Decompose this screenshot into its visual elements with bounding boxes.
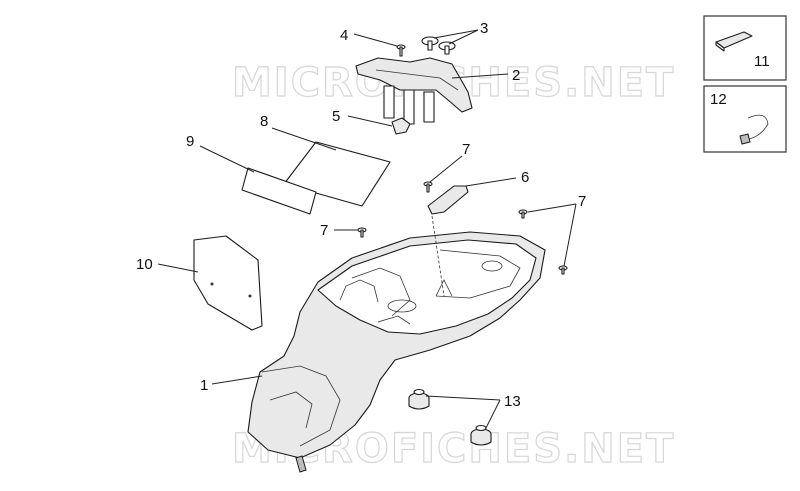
screw-icon[interactable] (558, 265, 568, 275)
callout-9: 9 (186, 133, 194, 150)
callout-7c: 7 (320, 222, 328, 239)
callout-12: 12 (710, 91, 727, 108)
inset-part-12[interactable]: 12 (703, 85, 787, 153)
screw-icon[interactable] (357, 227, 367, 238)
cap-icon[interactable] (421, 36, 456, 55)
screw-icon[interactable] (396, 44, 406, 57)
bracket-icon[interactable] (355, 57, 473, 125)
callout-5: 5 (332, 108, 340, 125)
callout-6: 6 (521, 169, 529, 186)
callout-11: 11 (754, 53, 770, 70)
callout-7b: 7 (578, 193, 586, 210)
rubber-foot-icon[interactable] (408, 388, 430, 410)
inset-part-11[interactable]: 11 (703, 15, 787, 81)
callout-8: 8 (260, 113, 268, 130)
screw-icon[interactable] (423, 181, 433, 193)
callout-13: 13 (504, 393, 521, 410)
callout-2: 2 (512, 67, 520, 84)
leader-lines (157, 29, 577, 429)
callout-10: 10 (136, 256, 153, 273)
clip-icon[interactable] (391, 117, 411, 135)
callout-3: 3 (480, 20, 488, 37)
plate-icon[interactable] (241, 167, 317, 215)
callout-1: 1 (200, 377, 208, 394)
screw-icon[interactable] (518, 209, 528, 219)
rubber-foot-icon[interactable] (470, 424, 492, 446)
latch-icon[interactable] (427, 185, 469, 297)
callout-7a: 7 (462, 141, 470, 158)
panel-icon[interactable] (193, 235, 263, 331)
callout-4: 4 (340, 27, 348, 44)
helmet-compartment-icon[interactable] (247, 231, 546, 473)
